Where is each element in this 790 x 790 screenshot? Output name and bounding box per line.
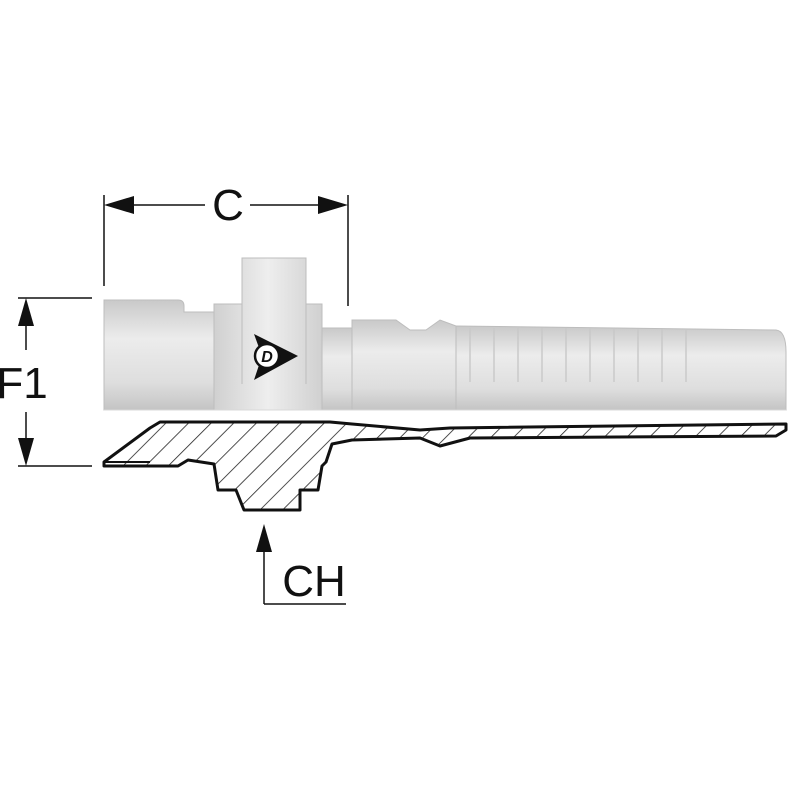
fitting-body: [103, 257, 787, 411]
dimension-c: C: [103, 181, 349, 306]
dimension-ch-label: CH: [282, 557, 346, 606]
logo-letter: D: [261, 349, 273, 366]
front-collar: [103, 299, 215, 411]
serration-lines: [469, 328, 687, 382]
dimension-c-label: C: [212, 181, 244, 230]
cross-section-hatch: [102, 420, 788, 512]
neck: [321, 327, 353, 411]
hose-tail: [455, 325, 787, 411]
dimension-f1-label: F1: [0, 359, 48, 408]
shoulder: [351, 319, 457, 411]
dimension-f1: F1: [0, 297, 92, 467]
dimension-ch: CH: [256, 524, 346, 606]
dunlop-logo: D: [253, 334, 298, 380]
